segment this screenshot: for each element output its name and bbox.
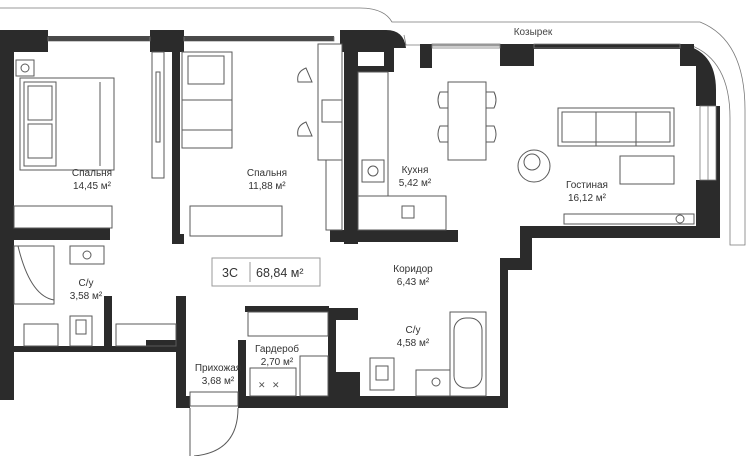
toilet-bathroom2 [369, 357, 395, 391]
room-area-hallway: 3,68 м² [202, 376, 235, 387]
shelf-bedroom2 [325, 159, 343, 231]
room-name-wardrobe: Гардероб [255, 343, 299, 355]
canopy-label: Козырек [514, 27, 553, 38]
wardrobe-shelf-bedroom1 [151, 51, 165, 179]
bathtub [449, 311, 487, 397]
shelf-bathroom1 [115, 323, 177, 347]
armchair [517, 149, 551, 183]
wardrobe-bedroom2 [189, 205, 283, 237]
bed-single [181, 51, 233, 149]
svg-text:✕: ✕ [258, 380, 266, 390]
room-area-living: 16,12 м² [568, 193, 607, 204]
summary-badge: 3С 68,84 м² [211, 257, 321, 287]
room-area-wardrobe: 2,70 м² [261, 357, 294, 368]
sink-bathroom2 [415, 369, 457, 397]
room-name-bathroom-1: С/у [79, 278, 94, 289]
washer-bathroom1 [23, 323, 59, 347]
room-area-kitchen: 5,42 м² [399, 178, 432, 189]
apartment-type: 3С [222, 266, 238, 280]
windows [47, 36, 717, 181]
bed-double [19, 77, 115, 171]
room-area-bedroom-2: 11,88 м² [248, 181, 286, 192]
room-area-corridor: 6,43 м² [397, 277, 430, 288]
desk-bedroom1 [13, 205, 113, 229]
desk-bedroom2 [297, 43, 343, 161]
nightstand [15, 59, 35, 77]
wardrobe-rails: ✕ ✕ [247, 311, 329, 397]
coffee-table [619, 155, 675, 185]
entrance-door [189, 391, 239, 456]
room-name-bedroom-1: Спальня [72, 168, 112, 179]
canopy-outline [0, 7, 746, 246]
sink-bathroom1 [69, 245, 105, 265]
room-area-bathroom-1: 3,58 м² [70, 291, 103, 302]
shower-bathroom1 [13, 245, 55, 305]
sofa [557, 107, 675, 147]
tv-stand [563, 213, 695, 225]
room-name-corridor: Коридор [393, 264, 433, 275]
kitchen-counter [357, 71, 447, 231]
room-name-kitchen: Кухня [402, 165, 429, 176]
room-name-living: Гостиная [566, 180, 608, 191]
svg-text:✕: ✕ [272, 380, 280, 390]
room-area-bedroom-1: 14,45 м² [73, 181, 112, 192]
dining-table [437, 81, 497, 161]
room-name-bathroom-2: С/у [406, 325, 421, 336]
room-name-hallway: Прихожая [195, 363, 241, 374]
toilet-bathroom1 [69, 315, 93, 347]
total-area: 68,84 м² [256, 266, 304, 280]
walls [0, 30, 720, 408]
room-name-bedroom-2: Спальня [247, 168, 287, 179]
room-area-bathroom-2: 4,58 м² [397, 338, 430, 349]
